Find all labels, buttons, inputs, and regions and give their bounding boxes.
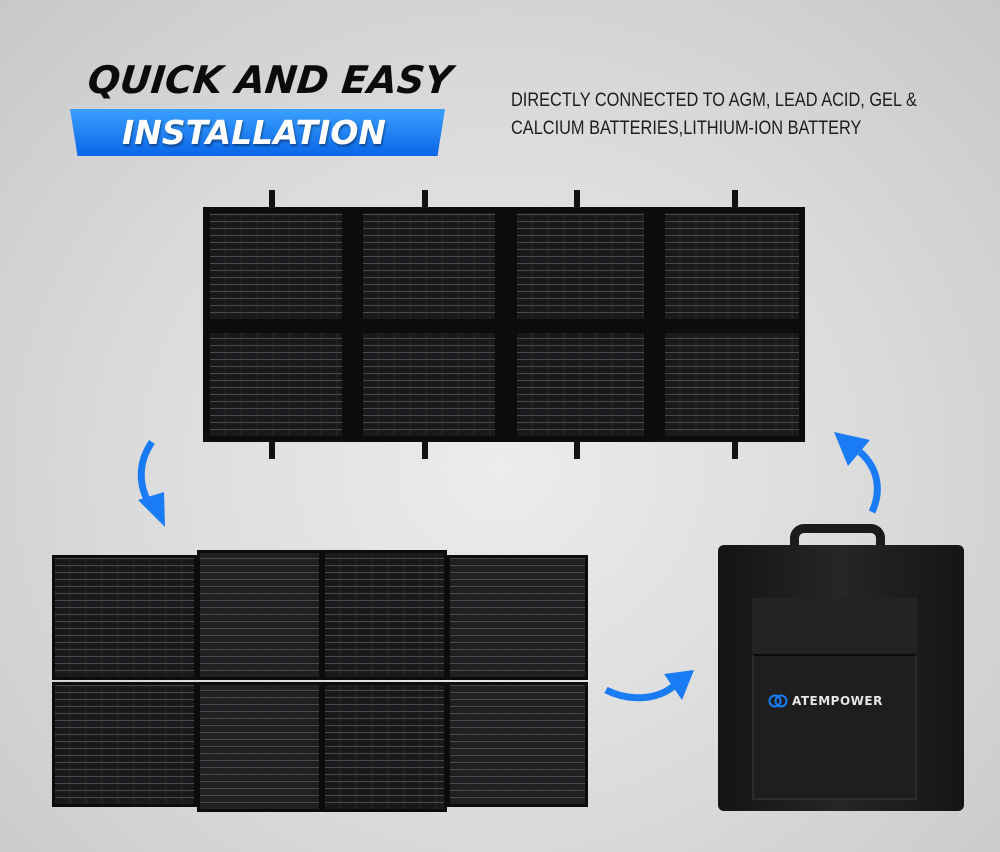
bag-handle xyxy=(790,524,885,554)
curved-arrow-right-icon xyxy=(604,670,694,702)
curved-arrow-down-icon xyxy=(137,439,165,527)
strap xyxy=(574,441,580,459)
strap xyxy=(269,441,275,459)
strap xyxy=(422,441,428,459)
strap xyxy=(732,441,738,459)
unfolded-solar-panel xyxy=(203,207,805,442)
headline-banner xyxy=(70,109,445,156)
strap xyxy=(574,190,580,208)
headline-line2: INSTALLATION xyxy=(122,113,387,152)
brand-logo: ATEMPOWER xyxy=(768,694,883,708)
description-line1: DIRECTLY CONNECTED TO AGM, LEAD ACID, GE… xyxy=(511,90,917,111)
bag-pocket-flap xyxy=(752,598,917,656)
folded-solar-panel xyxy=(52,550,588,812)
brand-logo-text: ATEMPOWER xyxy=(792,694,883,708)
strap xyxy=(422,190,428,208)
strap xyxy=(269,190,275,208)
brand-logo-icon xyxy=(768,694,788,708)
strap xyxy=(732,190,738,208)
description: DIRECTLY CONNECTED TO AGM, LEAD ACID, GE… xyxy=(511,87,917,143)
curved-arrow-up-icon xyxy=(834,432,881,514)
description-line2: CALCIUM BATTERIES,LITHIUM-ION BATTERY xyxy=(511,118,862,139)
